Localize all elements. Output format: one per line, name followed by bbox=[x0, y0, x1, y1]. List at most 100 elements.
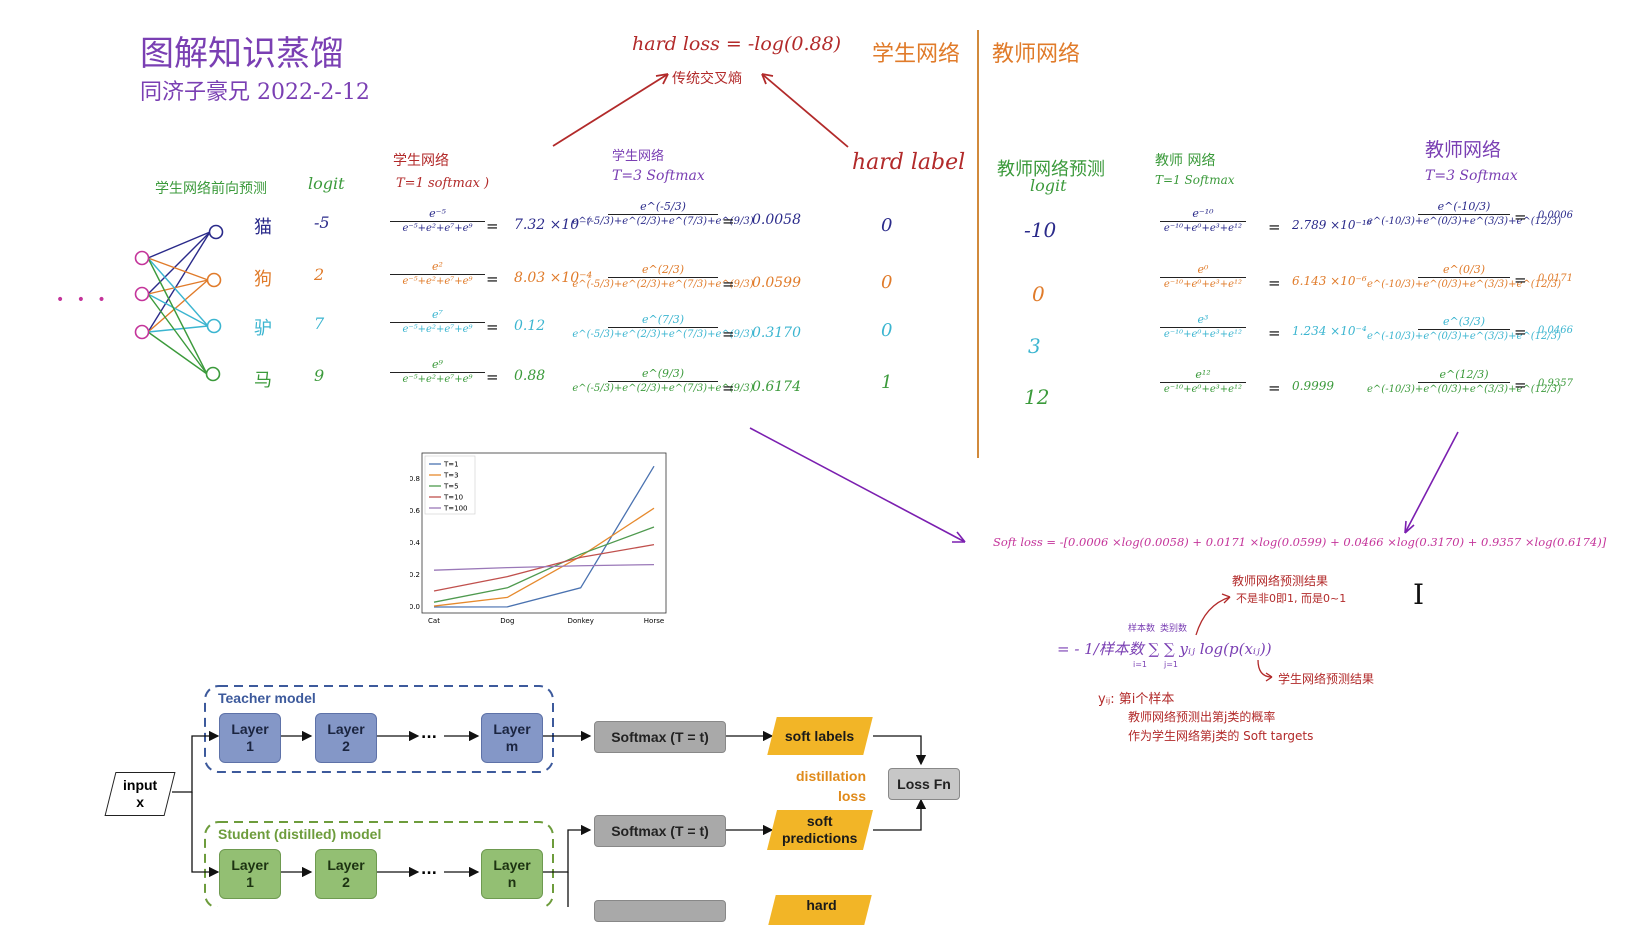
teacher-t3-fraction-2-bar bbox=[1418, 329, 1510, 330]
teacher-t3-fraction-1-bar bbox=[1418, 277, 1510, 278]
teacher-t3-fraction-3-denominator: e^(-10/3)+e^(0/3)+e^(3/3)+e^(12/3) bbox=[1367, 384, 1562, 395]
equals-sign: = bbox=[722, 379, 735, 397]
nn-connection bbox=[147, 257, 209, 327]
nn-connection bbox=[147, 279, 209, 333]
series-line-T=100 bbox=[433, 563, 655, 571]
hard-node: hard bbox=[768, 895, 872, 925]
legend-label: T=3 bbox=[443, 472, 459, 480]
student-t1-value-3: 0.88 bbox=[514, 368, 546, 384]
teacher-t3-fraction-0-bar bbox=[1418, 214, 1510, 215]
student-t3-fraction-2-numerator: e^(7/3) bbox=[641, 313, 684, 326]
nn-connection bbox=[147, 279, 209, 295]
student-t3-fraction-1-denominator: e^(-5/3)+e^(2/3)+e^(7/3)+e^(9/3) bbox=[572, 279, 754, 290]
teacher-t1-fraction-2-numerator: e³ bbox=[1197, 313, 1209, 326]
yij-line-3: 作为学生网络第j类的 Soft targets bbox=[1128, 729, 1314, 743]
equals-sign: = bbox=[1268, 274, 1281, 292]
output-neuron bbox=[206, 318, 222, 334]
output-neuron bbox=[205, 366, 221, 382]
hard-label-3: 1 bbox=[881, 372, 893, 393]
student-section-title: 学生网络 bbox=[872, 42, 961, 67]
teacher-logit-title: 教师网络预测 bbox=[997, 159, 1105, 180]
student-note: 学生网络预测结果 bbox=[1278, 672, 1375, 686]
x-tick-label: Dog bbox=[500, 617, 514, 625]
class-label-1: 狗 bbox=[254, 269, 272, 290]
student-ellipsis: ... bbox=[421, 862, 437, 878]
student-t3-fraction-1-numerator: e^(2/3) bbox=[641, 263, 684, 276]
student-softmax-box: Softmax (T = t) bbox=[594, 815, 726, 847]
equals-sign: = bbox=[1514, 323, 1527, 341]
legend-label: T=100 bbox=[443, 505, 468, 513]
teacher-t3-fraction-1-denominator: e^(-10/3)+e^(0/3)+e^(3/3)+e^(12/3) bbox=[1367, 279, 1562, 290]
student-t1-value-0: 7.32 ×10⁻⁷ bbox=[514, 217, 593, 233]
legend-label: T=5 bbox=[443, 483, 459, 491]
student-t1-fraction-3-bar bbox=[390, 372, 485, 373]
section-divider bbox=[977, 30, 979, 458]
hard-label-title: hard label bbox=[852, 150, 966, 175]
x-tick-label: Cat bbox=[428, 617, 440, 625]
series-line-T=5 bbox=[433, 526, 655, 603]
equals-sign: = bbox=[486, 217, 499, 235]
hard-label-0: 0 bbox=[881, 215, 893, 236]
equals-sign: = bbox=[722, 275, 735, 293]
y-tick-label: 0.4 bbox=[410, 539, 421, 547]
y-tick-label: 0.8 bbox=[410, 475, 420, 483]
equals-sign: = bbox=[1268, 379, 1281, 397]
equals-sign: = bbox=[722, 212, 735, 230]
legend-label: T=1 bbox=[443, 461, 459, 469]
teacher-t1-fraction-3-bar bbox=[1160, 382, 1246, 383]
student-t1-title: 学生网络 bbox=[393, 153, 449, 169]
hard-loss-formula: hard loss = -log(0.88) bbox=[632, 33, 842, 55]
sum-j-lower: j=1 bbox=[1164, 660, 1179, 669]
nn-connection bbox=[147, 293, 209, 327]
student-model-title: Student (distilled) model bbox=[218, 826, 382, 842]
teacher-t1-value-0: 2.789 ×10⁻¹⁰ bbox=[1292, 218, 1372, 232]
teacher-section-title: 教师网络 bbox=[992, 42, 1081, 67]
equals-sign: = bbox=[1268, 324, 1281, 342]
teacher-t1-fraction-2-bar bbox=[1160, 327, 1246, 328]
student-t3-fraction-0: e^(-5/3)e^(-5/3)+e^(2/3)+e^(7/3)+e^(9/3) bbox=[572, 200, 753, 228]
teacher-t3-fraction-3: e^(12/3)e^(-10/3)+e^(0/3)+e^(3/3)+e^(12/… bbox=[1367, 368, 1561, 396]
student-t3-fraction-1-bar bbox=[608, 277, 718, 278]
hard-label-1: 0 bbox=[881, 272, 893, 293]
student-t3-value-3: 0.6174 bbox=[752, 379, 801, 395]
legend-label: T=10 bbox=[443, 494, 463, 502]
student-t1-fraction-0-bar bbox=[390, 221, 485, 222]
sum-i-lower: i=1 bbox=[1133, 660, 1148, 669]
teacher-t1-value-1: 6.143 ×10⁻⁶ bbox=[1292, 274, 1367, 288]
teacher-t1-fraction-0-denominator: e⁻¹⁰+e⁰+e³+e¹² bbox=[1163, 223, 1243, 234]
student-softmax-box-hard bbox=[594, 900, 726, 922]
teacher-t1-title: 教师 网络 bbox=[1155, 153, 1216, 169]
nn-connection bbox=[147, 231, 211, 333]
teacher-softmax-box: Softmax (T = t) bbox=[594, 721, 726, 753]
student-t3-fraction-2: e^(7/3)e^(-5/3)+e^(2/3)+e^(7/3)+e^(9/3) bbox=[572, 313, 753, 341]
teacher-t3-value-1: 0.0171 bbox=[1538, 273, 1573, 284]
student-t3-title: 学生网络 bbox=[612, 149, 665, 164]
teacher-t1-value-2: 1.234 ×10⁻⁴ bbox=[1292, 324, 1367, 338]
y-tick-label: 0.0 bbox=[410, 603, 420, 611]
teacher-t1-fraction-1-denominator: e⁻¹⁰+e⁰+e³+e¹² bbox=[1163, 279, 1243, 290]
teacher-t3-value-3: 0.9357 bbox=[1538, 378, 1573, 389]
student-logit-2: 7 bbox=[314, 314, 325, 333]
nn-connection bbox=[147, 325, 209, 333]
y-tick-label: 0.6 bbox=[410, 507, 421, 515]
teacher-t3-fraction-1-numerator: e^(0/3) bbox=[1442, 263, 1485, 276]
teacher-t3-fraction-3-bar bbox=[1418, 382, 1510, 383]
student-logit-1: 2 bbox=[314, 265, 325, 284]
student-t3-fraction-1: e^(2/3) e^(-5/3)+e^(2/3)+e^(7/3)+e^(9/3) bbox=[572, 263, 753, 291]
nn-connection bbox=[147, 231, 211, 259]
student-t3-fraction-3: e^(9/3)e^(-5/3)+e^(2/3)+e^(7/3)+e^(9/3) bbox=[572, 367, 753, 395]
cross-entropy-caption: 传统交叉熵 bbox=[672, 71, 742, 87]
x-tick-label: Donkey bbox=[567, 617, 593, 625]
logit-title: logit bbox=[308, 174, 345, 193]
x-tick-label: Horse bbox=[644, 617, 664, 625]
student-t3-value-0: 0.0058 bbox=[752, 212, 801, 228]
text-cursor-icon: I bbox=[1413, 578, 1425, 611]
student-t3-fraction-3-denominator: e^(-5/3)+e^(2/3)+e^(7/3)+e^(9/3) bbox=[572, 383, 754, 394]
output-neuron bbox=[206, 272, 222, 288]
